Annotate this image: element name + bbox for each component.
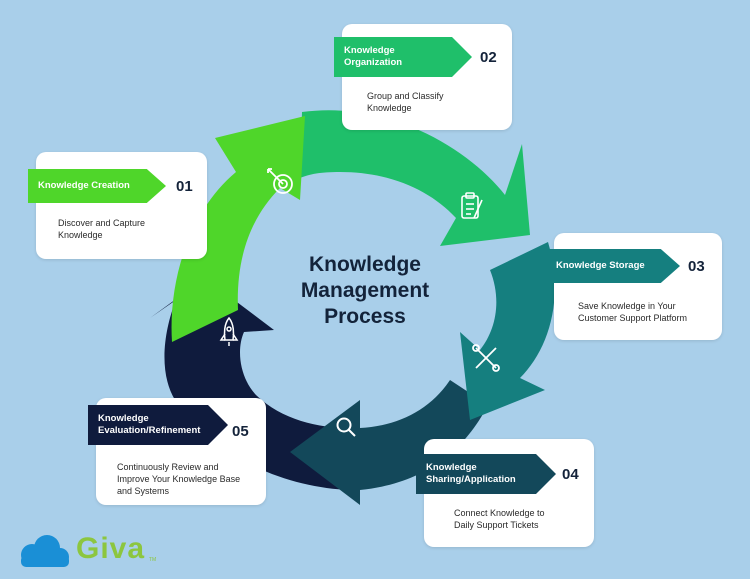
step-banner-05: Knowledge Evaluation/Refinement	[88, 405, 228, 445]
step-banner-04: Knowledge Sharing/Application	[416, 454, 556, 494]
step-number-03: 03	[688, 258, 705, 275]
clipboard-icon	[461, 192, 483, 219]
diagram-title: Knowledge Management Process	[300, 253, 430, 328]
target-icon	[267, 168, 293, 194]
step-card-01	[36, 152, 207, 259]
giva-cloud-icon	[21, 535, 69, 567]
step-label-04: Knowledge Sharing/Application	[426, 462, 516, 485]
step-banner-03: Knowledge Storage	[546, 249, 680, 283]
tools-icon	[472, 344, 500, 372]
step-number-02: 02	[480, 49, 497, 66]
step-banner-01: Knowledge Creation	[28, 169, 166, 203]
cycle-arrow-05	[150, 278, 350, 490]
step-desc-03: Save Knowledge in Your Customer Support …	[578, 301, 688, 323]
giva-logo-tm: TM	[149, 557, 157, 563]
step-label-01: Knowledge Creation	[38, 180, 130, 191]
cycle-arrow-03	[460, 242, 555, 420]
step-label-03: Knowledge Storage	[556, 260, 645, 271]
giva-logo-text: Giva	[76, 532, 146, 565]
step-number-01: 01	[176, 178, 193, 195]
cycle-arrow-02	[300, 110, 530, 246]
step-label-05: Knowledge Evaluation/Refinement	[98, 413, 201, 436]
step-desc-04: Connect Knowledge to Daily Support Ticke…	[454, 508, 545, 530]
step-label-02: Knowledge Organization	[344, 45, 403, 68]
step-banner-02: Knowledge Organization	[334, 37, 472, 77]
step-desc-05: Continuously Review and Improve Your Kno…	[117, 462, 241, 496]
search-icon	[336, 417, 356, 437]
step-number-04: 04	[562, 466, 579, 483]
step-desc-02: Group and Classify Knowledge	[367, 91, 444, 113]
rocket-icon	[219, 316, 239, 346]
step-number-05: 05	[232, 423, 249, 440]
cycle-arrow-04	[290, 380, 488, 505]
step-desc-01: Discover and Capture Knowledge	[58, 218, 146, 240]
